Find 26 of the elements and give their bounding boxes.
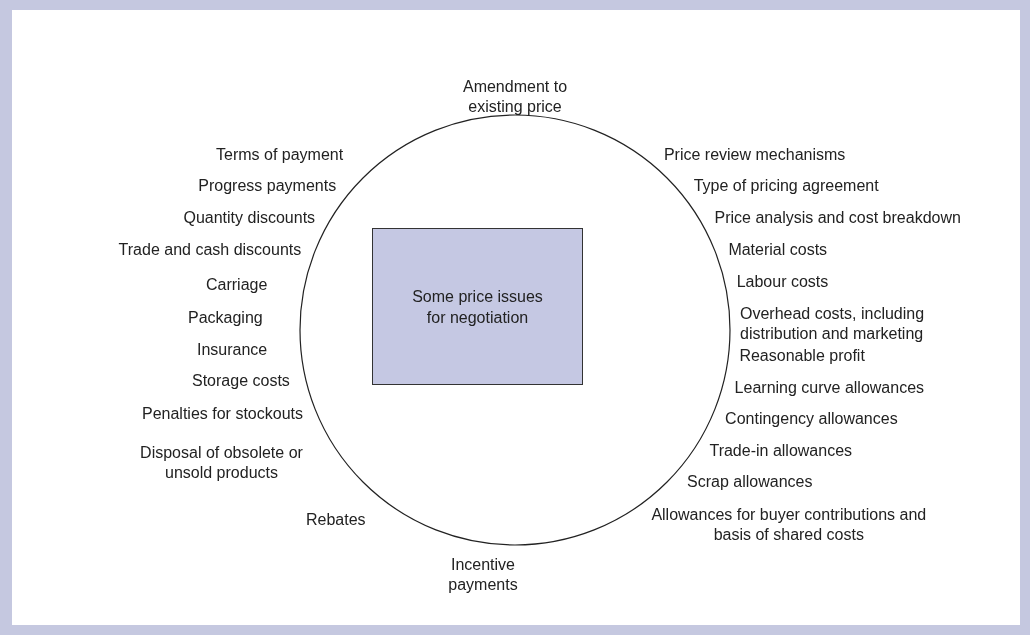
- issue-label: Labour costs: [736, 272, 829, 292]
- issue-label: Carriage: [206, 275, 268, 295]
- issue-label: Price analysis and cost breakdown: [714, 208, 961, 228]
- issue-label: Progress payments: [198, 176, 337, 196]
- issue-label: Amendment to existing price: [461, 77, 569, 117]
- issue-label: Storage costs: [192, 371, 290, 391]
- issue-label: Quantity discounts: [183, 208, 316, 228]
- issue-label: Disposal of obsolete or unsold products: [139, 443, 304, 483]
- issue-label: Penalties for stockouts: [142, 404, 303, 424]
- issue-label: Type of pricing agreement: [693, 176, 879, 196]
- issue-label: Terms of payment: [216, 145, 344, 165]
- issue-label: Trade and cash discounts: [118, 240, 302, 260]
- issue-label: Learning curve allowances: [734, 378, 925, 398]
- issue-label: Price review mechanisms: [663, 145, 846, 165]
- issue-label: Scrap allowances: [687, 472, 813, 492]
- issue-label: Rebates: [306, 510, 366, 530]
- issue-label: Reasonable profit: [739, 346, 865, 366]
- issue-label: Incentive payments: [447, 555, 519, 595]
- issue-label: Insurance: [197, 340, 268, 360]
- issue-label: Allowances for buyer contributions and basis of shared costs: [651, 505, 927, 545]
- issue-label: Packaging: [188, 308, 263, 328]
- center-box: Some price issues for negotiation: [372, 228, 583, 385]
- issue-label: Material costs: [728, 240, 828, 260]
- issue-label: Trade-in allowances: [709, 441, 853, 461]
- issue-label: Contingency allowances: [725, 409, 898, 429]
- issue-label: Overhead costs, including distribution and marketing: [740, 304, 926, 344]
